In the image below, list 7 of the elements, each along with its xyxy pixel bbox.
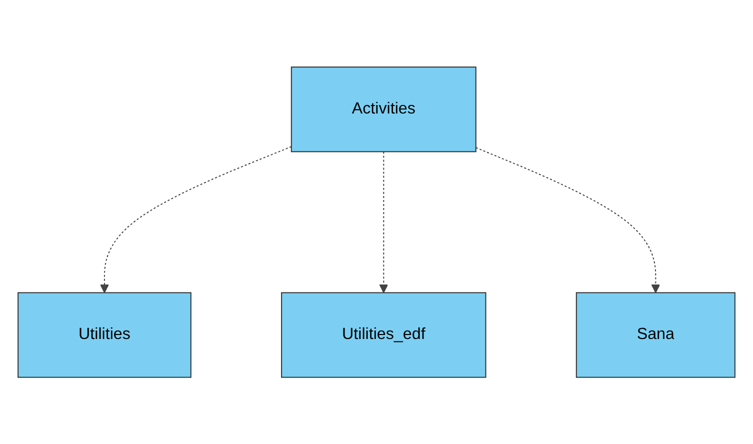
node-box: Utilities_edf [281, 292, 486, 378]
node-box: Sana [576, 292, 736, 378]
arrow [476, 146, 660, 293]
arrow [379, 151, 388, 293]
node-box: Utilities [18, 292, 192, 378]
arrow [100, 146, 292, 293]
node-box: Activities [290, 66, 476, 152]
